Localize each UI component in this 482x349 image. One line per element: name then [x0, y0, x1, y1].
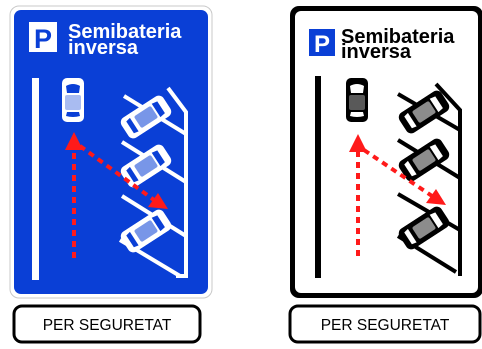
arrow-head-diagonal	[148, 193, 168, 209]
road-edge-line	[434, 82, 462, 276]
caption-box	[12, 304, 202, 344]
arrow-head-up	[65, 132, 83, 150]
sign-color: P Semibateria inversa	[9, 5, 213, 344]
parking-p-letter: P	[314, 31, 330, 58]
parking-p-letter: P	[34, 24, 52, 54]
sign-title-line1: Semibateria	[68, 21, 182, 43]
lane-line	[315, 76, 321, 278]
sign-title-line1: Semibateria	[341, 26, 455, 48]
p-box	[29, 22, 57, 52]
arrow-head-up	[349, 134, 367, 152]
caption-text: PER SEGURETAT	[43, 317, 172, 334]
moving-car	[346, 78, 368, 122]
caption-text: PER SEGURETAT	[321, 317, 450, 334]
p-box	[309, 29, 335, 56]
sign-title-line2: inversa	[68, 37, 139, 59]
caption-box	[288, 304, 482, 344]
lane-line	[32, 78, 39, 280]
maneuver-arrows	[356, 148, 434, 256]
sign-title-line2: inversa	[341, 41, 412, 63]
maneuver-arrows	[72, 144, 156, 258]
moving-car	[62, 78, 84, 122]
arrow-head-diagonal	[426, 189, 446, 205]
road-edge-line	[166, 86, 188, 278]
sign-monochrome: P Semibateria inversa	[288, 6, 482, 344]
